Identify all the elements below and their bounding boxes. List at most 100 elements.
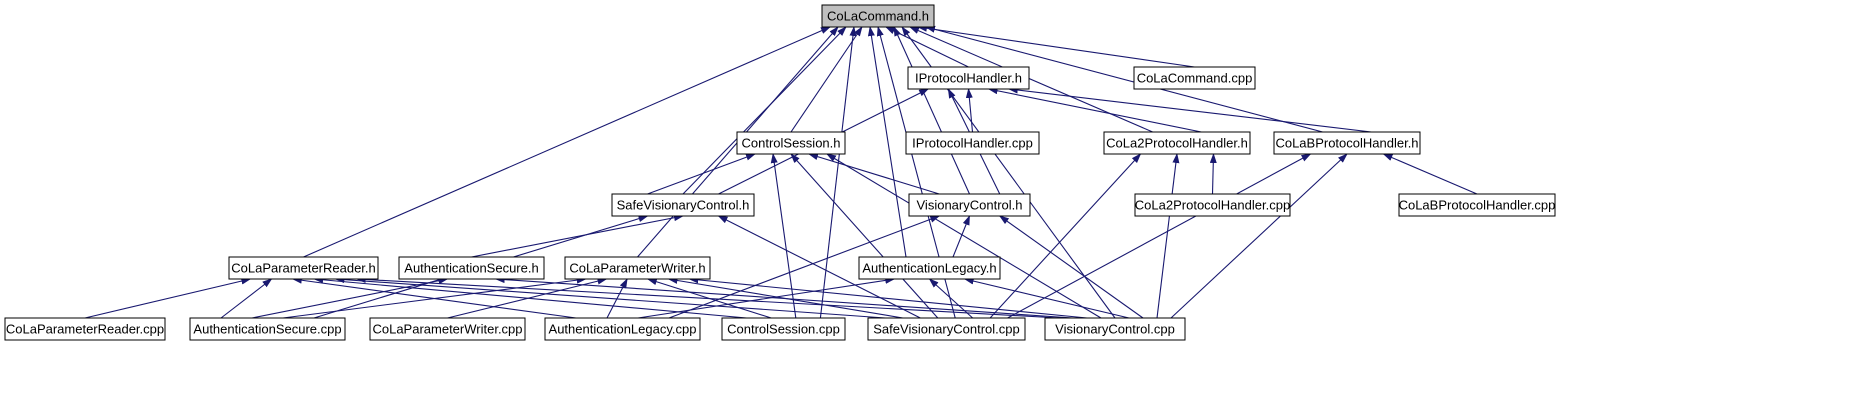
graph-node-visionarycontrol_cpp[interactable]: VisionaryControl.cpp: [1044, 317, 1186, 341]
graph-edge-authenticationsecure_h-to-safevisionarycontrol_h: [471, 214, 684, 258]
graph-node-colabprotocolhandler_cpp[interactable]: CoLaBProtocolHandler.cpp: [1398, 193, 1556, 217]
graph-node-label: CoLaBProtocolHandler.h: [1275, 136, 1418, 151]
graph-edge-controlsession_cpp-to-colaparameterreader_h: [313, 276, 747, 319]
graph-node-box: [564, 256, 711, 280]
graph-node-label: VisionaryControl.h: [917, 198, 1023, 213]
graph-node-authenticationsecure_h[interactable]: AuthenticationSecure.h: [398, 256, 545, 280]
graph-edge-colabprotocolhandler_cpp-to-colabprotocolhandler_h: [1382, 153, 1478, 195]
graph-node-box: [1044, 317, 1186, 341]
graph-node-authenticationlegacy_h[interactable]: AuthenticationLegacy.h: [858, 256, 1001, 280]
graph-edge-visionarycontrol_cpp-to-authenticationlegacy_h: [963, 277, 1130, 319]
graph-node-label: CoLa2ProtocolHandler.h: [1106, 136, 1248, 151]
graph-edge-visionarycontrol_h-to-colacommand_h: [893, 26, 971, 195]
graph-node-box: [544, 317, 701, 341]
graph-edge-controlsession_h-to-colacommand_h: [790, 26, 863, 133]
graph-node-box: [1398, 193, 1556, 217]
graph-node-controlsession_cpp[interactable]: ControlSession.cpp: [721, 317, 846, 341]
graph-node-visionarycontrol_h[interactable]: VisionaryControl.h: [908, 193, 1031, 217]
graph-node-label: CoLaParameterWriter.cpp: [372, 322, 522, 337]
graph-edge-colaparameterreader_cpp-to-colaparameterreader_h: [84, 277, 252, 319]
graph-edge-controlsession_cpp-to-controlsession_h: [770, 153, 797, 319]
graph-node-colaparameterwriter_h[interactable]: CoLaParameterWriter.h: [564, 256, 711, 280]
graph-node-label: AuthenticationSecure.cpp: [193, 322, 341, 337]
graph-node-box: [721, 317, 846, 341]
graph-edge-authenticationlegacy_h-to-colacommand_h: [867, 26, 907, 258]
graph-edge-cola2protocolhandler_h-to-iprotocolhandler_h: [987, 87, 1202, 133]
graph-edge-authenticationsecure_cpp-to-colaparameterreader_h: [220, 278, 273, 319]
graph-edge-visionarycontrol_cpp-to-controlsession_h: [826, 153, 1102, 319]
graph-node-cola2protocolhandler_h[interactable]: CoLa2ProtocolHandler.h: [1103, 131, 1251, 155]
graph-node-label: IProtocolHandler.h: [915, 71, 1022, 86]
graph-node-box: [611, 193, 755, 217]
graph-edge-visionarycontrol_cpp-to-cola2protocolhandler_h: [1156, 153, 1180, 319]
graph-edge-visionarycontrol_h-to-controlsession_h: [808, 153, 940, 195]
graph-node-safevisionarycontrol_cpp[interactable]: SafeVisionaryControl.cpp: [867, 317, 1026, 341]
graph-node-label: VisionaryControl.cpp: [1055, 322, 1175, 337]
graph-node-label: CoLaParameterReader.h: [231, 261, 376, 276]
graph-node-label: SafeVisionaryControl.cpp: [873, 322, 1019, 337]
graph-node-controlsession_h[interactable]: ControlSession.h: [736, 131, 846, 155]
graph-node-box: [736, 131, 846, 155]
graph-node-colacommand_h[interactable]: CoLaCommand.h: [821, 4, 935, 28]
graph-node-box: [905, 131, 1040, 155]
graph-edge-iprotocolhandler_cpp-to-iprotocolhandler_h: [965, 88, 974, 133]
graph-node-label: CoLaCommand.h: [827, 9, 929, 24]
graph-edge-safevisionarycontrol_cpp-to-colabprotocolhandler_h: [1007, 153, 1312, 319]
graph-edge-safevisionarycontrol_cpp-to-controlsession_h: [790, 153, 939, 319]
graph-node-label: AuthenticationLegacy.h: [862, 261, 996, 276]
graph-edge-authenticationlegacy_cpp-to-authenticationlegacy_h: [637, 276, 896, 319]
graph-edge-authenticationlegacy_cpp-to-visionarycontrol_h: [668, 215, 941, 319]
graph-edge-safevisionarycontrol_cpp-to-colaparameterreader_h: [334, 276, 886, 319]
graph-node-box: [1134, 193, 1291, 217]
graph-edge-visionarycontrol_cpp-to-visionarycontrol_h: [998, 215, 1144, 319]
graph-node-label: ControlSession.h: [742, 136, 841, 151]
graph-edge-safevisionarycontrol_h-to-controlsession_h: [647, 153, 756, 195]
graph-node-safevisionarycontrol_h[interactable]: SafeVisionaryControl.h: [611, 193, 755, 217]
graph-node-colaparameterreader_cpp[interactable]: CoLaParameterReader.cpp: [4, 317, 166, 341]
graph-node-box: [1133, 66, 1256, 90]
graph-node-iprotocolhandler_cpp[interactable]: IProtocolHandler.cpp: [905, 131, 1040, 155]
graph-node-label: AuthenticationSecure.h: [404, 261, 538, 276]
graph-node-box: [908, 193, 1031, 217]
graph-edge-safevisionarycontrol_cpp-to-safevisionarycontrol_h: [717, 215, 921, 319]
graph-node-label: AuthenticationLegacy.cpp: [549, 322, 697, 337]
graph-node-box: [4, 317, 166, 341]
graph-node-box: [867, 317, 1026, 341]
graph-edge-controlsession_cpp-to-colaparameterwriter_h: [646, 278, 772, 319]
graph-node-box: [398, 256, 545, 280]
graph-node-iprotocolhandler_h[interactable]: IProtocolHandler.h: [907, 66, 1030, 90]
graph-node-colaparameterwriter_cpp[interactable]: CoLaParameterWriter.cpp: [369, 317, 526, 341]
graph-node-colaparameterreader_h[interactable]: CoLaParameterReader.h: [228, 256, 379, 280]
graph-node-box: [1273, 131, 1421, 155]
graph-edge-colacommand_cpp-to-colacommand_h: [917, 24, 1195, 68]
graph-edge-colaparameterreader_h-to-colacommand_h: [303, 26, 831, 258]
graph-node-cola2protocolhandler_cpp[interactable]: CoLa2ProtocolHandler.cpp: [1134, 193, 1291, 217]
graph-node-colabprotocolhandler_h[interactable]: CoLaBProtocolHandler.h: [1273, 131, 1421, 155]
graph-edge-visionarycontrol_cpp-to-colabprotocolhandler_h: [1170, 153, 1348, 319]
graph-node-box: [907, 66, 1030, 90]
graph-edge-cola2protocolhandler_cpp-to-cola2protocolhandler_h: [1209, 153, 1217, 195]
graph-edge-authenticationsecure_cpp-to-colaparameterwriter_h: [282, 276, 587, 319]
graph-node-authenticationsecure_cpp[interactable]: AuthenticationSecure.cpp: [189, 317, 346, 341]
graph-node-label: CoLaParameterReader.cpp: [6, 322, 164, 337]
graph-node-box: [858, 256, 1001, 280]
graph-node-colacommand_cpp[interactable]: CoLaCommand.cpp: [1133, 66, 1256, 90]
graph-node-box: [189, 317, 346, 341]
graph-edge-authenticationsecure_cpp-to-authenticationsecure_h: [251, 277, 449, 319]
graph-node-box: [821, 4, 935, 28]
graph-edge-controlsession_cpp-to-colacommand_h: [819, 26, 857, 319]
graph-node-box: [1103, 131, 1251, 155]
graph-edge-colaparameterwriter_cpp-to-colaparameterwriter_h: [447, 277, 608, 319]
graph-node-label: CoLa2ProtocolHandler.cpp: [1135, 198, 1290, 213]
graph-node-label: SafeVisionaryControl.h: [617, 198, 750, 213]
graph-node-authenticationlegacy_cpp[interactable]: AuthenticationLegacy.cpp: [544, 317, 701, 341]
graph-edge-authenticationlegacy_h-to-visionarycontrol_h: [952, 215, 971, 258]
graph-node-label: CoLaCommand.cpp: [1137, 71, 1253, 86]
graph-node-label: CoLaBProtocolHandler.cpp: [1399, 198, 1556, 213]
graph-edge-colabprotocolhandler_h-to-colacommand_h: [925, 25, 1323, 133]
graph-node-box: [369, 317, 526, 341]
graph-edge-visionarycontrol_cpp-to-authenticationsecure_h: [494, 276, 1074, 319]
